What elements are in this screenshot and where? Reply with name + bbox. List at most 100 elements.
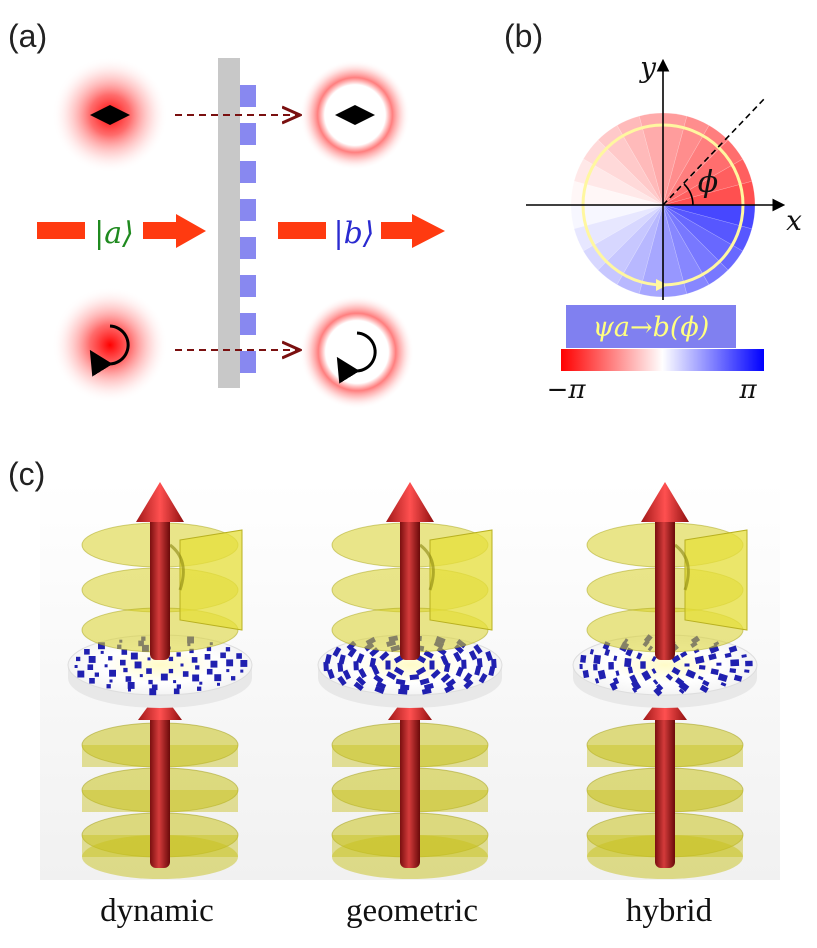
nano-pillar (463, 679, 474, 690)
nano-pillar (708, 653, 717, 661)
nano-pillar (168, 656, 174, 662)
nano-pillar (744, 669, 750, 673)
nano-pillar (240, 669, 244, 673)
phase-wheel (570, 112, 756, 298)
nano-pillar (225, 647, 231, 652)
nano-pillars (323, 635, 497, 695)
nano-pillar (443, 662, 451, 673)
angle-ray (662, 97, 766, 206)
nano-pillar (231, 676, 236, 681)
nano-pillar (337, 662, 344, 672)
nano-pillar (226, 659, 234, 667)
nano-pillar (423, 650, 434, 659)
nano-pillar (733, 674, 743, 682)
phase-sector (662, 204, 744, 271)
phase-sector (662, 139, 744, 206)
metasurface-elements (240, 85, 256, 373)
caption-dynamic: dynamic (100, 893, 214, 929)
nano-pillar (741, 654, 747, 658)
device-hybrid (572, 482, 758, 879)
input-beam-arrow-tail (37, 222, 85, 239)
phase-sector (582, 139, 664, 206)
nano-pillar (134, 661, 142, 669)
nano-pillar (356, 653, 365, 664)
nano-pillar (125, 676, 132, 682)
nano-pillar (609, 681, 618, 691)
nano-pillar (698, 665, 706, 670)
nano-pillar (463, 672, 473, 683)
circular-polarization-icon (89, 324, 130, 377)
nano-pillar (139, 674, 143, 678)
nano-pillar (342, 669, 352, 680)
device-dynamic (67, 482, 253, 879)
nano-pillar (109, 669, 116, 677)
nano-pillar (699, 684, 709, 694)
nano-pillar (717, 673, 728, 683)
ket-b-label: |b⟩ (333, 216, 374, 251)
phase-sector (662, 124, 729, 206)
nano-pillar (338, 654, 346, 665)
nano-pillar (594, 677, 600, 684)
nano-pillar (728, 645, 738, 653)
nano-pillar (453, 651, 462, 662)
upper-arrow-shaft (655, 515, 675, 660)
nano-pillar (474, 665, 482, 676)
nano-pillar (353, 661, 359, 671)
upper-arrow-shaft (150, 515, 170, 660)
nano-pillar (353, 681, 364, 692)
nano-pillar (120, 659, 126, 666)
caption-geometric: geometric (346, 893, 478, 929)
nano-pillar (445, 678, 456, 688)
nano-pillar (440, 654, 449, 666)
nano-pillar (455, 666, 464, 677)
phase-label-box (566, 305, 736, 348)
nano-pillar (123, 667, 128, 673)
colorbar-min-label: −π (547, 375, 587, 405)
nano-pillar (400, 684, 410, 691)
nano-pillar (589, 649, 594, 655)
output-beam-arrow-tail (278, 222, 326, 239)
nano-pillar (624, 657, 632, 668)
nano-pillar (710, 668, 719, 676)
phase-sector (616, 204, 664, 295)
nano-pillar (419, 677, 430, 686)
nano-pillar (582, 669, 590, 679)
phase-sector (662, 158, 753, 206)
nano-pillar (371, 664, 380, 676)
device-renders (67, 482, 758, 879)
nano-pillar (653, 687, 663, 697)
nano-pillar (128, 688, 131, 692)
azimuthal-path-arrow (656, 279, 668, 291)
phase-sector (597, 124, 664, 206)
nano-pillar (393, 666, 405, 676)
nano-pillar (189, 648, 194, 654)
axis-y-label: y (638, 51, 657, 84)
nano-pillar (730, 659, 740, 667)
nano-pillar (423, 682, 434, 691)
nano-pillar (356, 676, 366, 686)
nano-pillar (108, 656, 113, 661)
nano-pillar (409, 674, 420, 681)
nano-pillar (444, 684, 455, 694)
nano-pillar (148, 679, 153, 685)
upper-arrow-head (136, 482, 184, 522)
nano-pillar (74, 665, 78, 668)
nano-pillar (379, 651, 390, 661)
nano-pillar (651, 668, 657, 675)
lower-arrow-shaft (150, 700, 170, 868)
nano-pillar (236, 653, 242, 659)
nano-pillar (415, 666, 427, 676)
helical-wavefront-edge (429, 529, 493, 631)
nano-pillar (173, 680, 177, 684)
angle-arc (683, 183, 694, 206)
nano-pillar (226, 669, 230, 673)
nano-pillar (612, 677, 620, 685)
nano-pillar (395, 678, 406, 686)
nano-pillar (398, 688, 408, 695)
nano-pillar (89, 678, 95, 684)
helical-core (419, 543, 435, 591)
nano-pillar (217, 682, 220, 686)
nano-pillar (77, 670, 85, 678)
helical-core (169, 543, 185, 591)
nano-pillar (98, 642, 105, 650)
